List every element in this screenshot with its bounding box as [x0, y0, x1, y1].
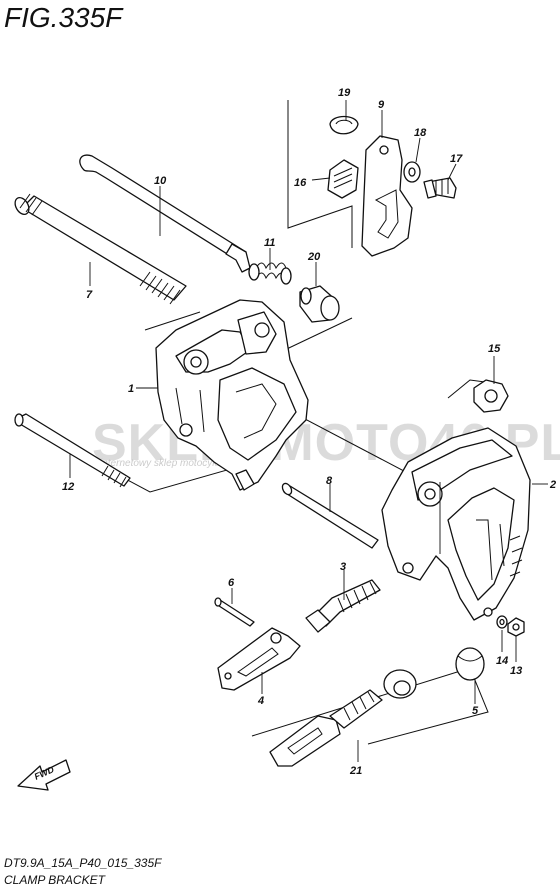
- frame-bolt-12: [119, 459, 263, 493]
- part-18-washer: [403, 161, 421, 183]
- leader-lines: [69, 100, 548, 762]
- callout-2: 2: [549, 479, 556, 491]
- part-9-lock-plate: [361, 135, 413, 257]
- part-17-bolt: [423, 177, 457, 199]
- part-14-washer: [496, 615, 508, 629]
- part-5-cap: [455, 647, 485, 681]
- callout-16: 16: [294, 177, 307, 189]
- part-19-clip: [329, 115, 359, 135]
- callout-10: 10: [154, 175, 167, 187]
- part-16-block: [327, 159, 359, 199]
- callout-20: 20: [307, 251, 321, 263]
- callout-9: 9: [378, 99, 385, 111]
- callout-3: 3: [340, 561, 346, 573]
- callout-21: 21: [349, 765, 362, 777]
- callout-18: 18: [414, 127, 427, 139]
- callout-6: 6: [228, 577, 235, 589]
- part-3-screw: [305, 579, 381, 633]
- figure-caption: CLAMP BRACKET: [4, 873, 105, 887]
- part-7-tube: [14, 193, 187, 305]
- figure-title: FIG.335F: [4, 2, 123, 33]
- part-1-left-bracket: [155, 299, 309, 491]
- callout-7: 7: [86, 289, 93, 301]
- frame-upper-right: [287, 100, 353, 248]
- callout-14: 14: [496, 655, 508, 667]
- fwd-direction-arrow: FWD: [17, 759, 71, 791]
- part-10-rod: [79, 154, 251, 273]
- part-15-nut: [473, 379, 509, 413]
- callout-1: 1: [128, 383, 134, 395]
- callout-17: 17: [450, 153, 463, 165]
- part-13-nut: [507, 617, 525, 637]
- callout-19: 19: [338, 87, 351, 99]
- callout-5: 5: [472, 705, 479, 717]
- part-11-spring: [248, 262, 292, 285]
- part-21-assembly: [269, 669, 417, 767]
- callout-4: 4: [257, 695, 264, 707]
- callout-13: 13: [510, 665, 522, 677]
- callout-11: 11: [264, 237, 275, 249]
- frame-left-top: [144, 311, 201, 331]
- part-4-handle: [217, 627, 301, 691]
- figure-code: DT9.9A_15A_P40_015_335F: [4, 856, 162, 870]
- part-8-pin: [281, 482, 379, 549]
- part-6-pin: [214, 597, 255, 627]
- part-12-bolt: [14, 413, 131, 488]
- callout-numbers: 1 2 3 4 5 6 7 8 9 10 11 12 13 14 15 16 1…: [62, 87, 556, 777]
- callout-15: 15: [488, 343, 501, 355]
- part-2-right-bracket: [381, 427, 531, 621]
- part-20-bushing: [299, 285, 340, 323]
- callout-12: 12: [62, 481, 74, 493]
- watermark-subtext: internetowy sklep motocyklowy: [100, 458, 238, 469]
- callout-8: 8: [326, 475, 333, 487]
